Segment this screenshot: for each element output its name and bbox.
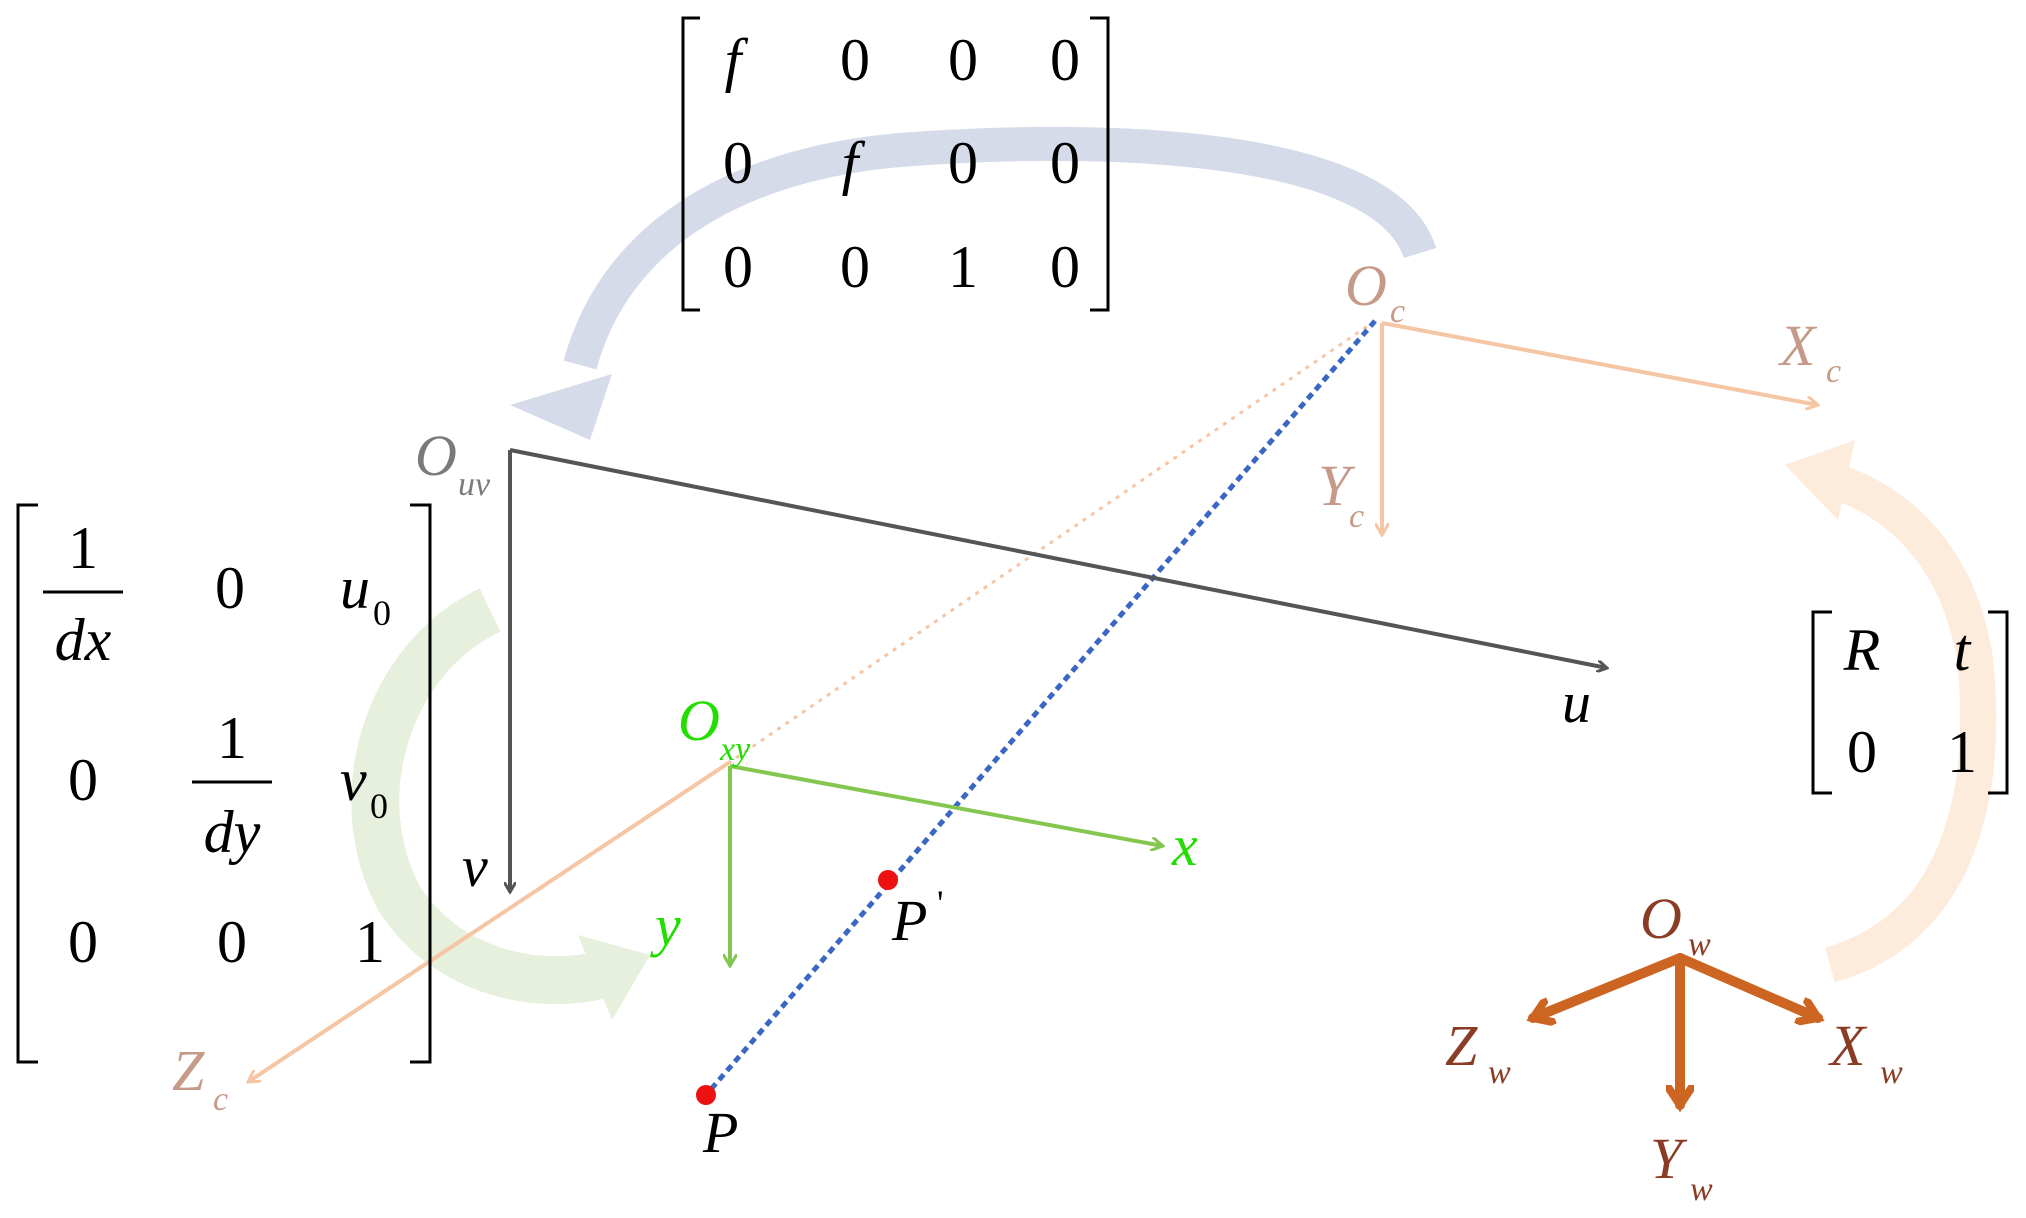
world-x-sub: w bbox=[1880, 1054, 1903, 1091]
u-axis bbox=[509, 448, 1607, 668]
intr-r2-c1: 0 bbox=[68, 747, 98, 813]
camera-y-label: Y bbox=[1318, 453, 1356, 518]
intr-r3-c2: 0 bbox=[217, 909, 247, 975]
pixel-origin-label: O bbox=[415, 423, 457, 488]
proj-r2-c4: 0 bbox=[1050, 130, 1080, 196]
extrinsic-right-bracket bbox=[1988, 610, 2009, 795]
camera-z-label: Z bbox=[172, 1038, 205, 1103]
extr-r1-c2: t bbox=[1954, 617, 1972, 683]
camera-x-sub: c bbox=[1826, 353, 1841, 390]
intr-r1-c3: u bbox=[340, 555, 370, 621]
world-frame bbox=[1533, 953, 1818, 1105]
x-axis-label: x bbox=[1171, 813, 1198, 878]
world-z-sub: w bbox=[1488, 1054, 1511, 1091]
extr-r2-c2: 1 bbox=[1947, 719, 1977, 785]
world-x-axis bbox=[1675, 953, 1818, 1018]
intrinsic-arrow-head bbox=[578, 935, 650, 1020]
pixel-frame bbox=[509, 448, 1607, 892]
projection-ray bbox=[704, 319, 1377, 1097]
camera-origin-sub: c bbox=[1390, 293, 1405, 330]
intr-r2-c2-den: dy bbox=[204, 799, 261, 865]
proj-r1-c3: 0 bbox=[948, 27, 978, 93]
point-p-prime-dot bbox=[878, 870, 898, 890]
proj-r1-c2: 0 bbox=[840, 27, 870, 93]
point-p-label: P bbox=[702, 1100, 738, 1165]
proj-r3-c2: 0 bbox=[840, 234, 870, 300]
optical-axis-dotted bbox=[729, 319, 1376, 764]
y-axis-label: y bbox=[650, 893, 681, 958]
intr-r1-c1-num: 1 bbox=[68, 515, 98, 581]
image-origin-label: O bbox=[678, 688, 720, 753]
image-labels: O xy x y bbox=[650, 688, 1198, 958]
extr-r1-c1: R bbox=[1843, 617, 1881, 683]
proj-r3-c3: 1 bbox=[948, 234, 978, 300]
camera-frame bbox=[1381, 321, 1818, 535]
camera-x-axis bbox=[1381, 321, 1818, 405]
world-y-sub: w bbox=[1690, 1171, 1713, 1208]
pixel-labels: O uv u v bbox=[415, 423, 1591, 899]
extrinsic-arrow-head bbox=[1785, 440, 1855, 520]
projection-curved-arrow bbox=[563, 126, 1437, 370]
transition-arrows bbox=[351, 126, 1997, 1020]
v-axis-label: v bbox=[462, 834, 488, 899]
pixel-origin-sub: uv bbox=[458, 466, 491, 503]
intrinsic-matrix: 1 dx 0 u 0 0 1 dy v 0 0 0 1 bbox=[16, 503, 432, 1064]
intr-r1-c1-den: dx bbox=[55, 607, 112, 673]
projection-left-bracket bbox=[681, 16, 700, 312]
proj-r3-c4: 0 bbox=[1050, 234, 1080, 300]
camera-labels: O c X c Y c Z c bbox=[172, 253, 1841, 1118]
proj-r2-c3: 0 bbox=[948, 130, 978, 196]
intr-r1-c2: 0 bbox=[215, 555, 245, 621]
point-p-prime-label: P bbox=[891, 888, 927, 953]
intr-r2-c3: v bbox=[340, 747, 367, 813]
intr-r2-c3-sub: 0 bbox=[370, 786, 388, 826]
point-p-prime-mark: ' bbox=[937, 883, 944, 923]
world-z-label: Z bbox=[1445, 1013, 1478, 1078]
intr-r3-c3: 1 bbox=[355, 909, 385, 975]
intr-r1-c3-sub: 0 bbox=[373, 593, 391, 633]
proj-r3-c1: 0 bbox=[723, 234, 753, 300]
camera-x-label: X bbox=[1778, 313, 1818, 378]
intrinsic-curved-arrow bbox=[351, 588, 606, 1005]
projection-arrow-head bbox=[510, 374, 612, 440]
camera-y-sub: c bbox=[1349, 498, 1364, 535]
intrinsic-left-bracket bbox=[16, 503, 38, 1064]
proj-r2-c1: 0 bbox=[723, 130, 753, 196]
proj-r1-c4: 0 bbox=[1050, 27, 1080, 93]
intr-r2-c2-num: 1 bbox=[217, 705, 247, 771]
camera-z-axis bbox=[248, 760, 732, 1084]
world-origin-sub: w bbox=[1688, 926, 1711, 963]
extrinsic-left-bracket bbox=[1811, 610, 1832, 795]
world-origin-label: O bbox=[1640, 886, 1682, 951]
point-labels: P ' P bbox=[702, 883, 944, 1165]
proj-r1-c1: f bbox=[725, 27, 749, 93]
projection-matrix: f 0 0 0 0 f 0 0 0 0 1 0 bbox=[681, 16, 1110, 312]
extrinsic-curved-arrow bbox=[1824, 462, 1997, 983]
image-frame bbox=[729, 764, 1163, 966]
extrinsic-matrix: R t 0 1 bbox=[1811, 610, 2009, 795]
projection-right-bracket bbox=[1090, 16, 1110, 312]
world-x-label: X bbox=[1828, 1013, 1868, 1078]
world-y-label: Y bbox=[1650, 1126, 1688, 1191]
extr-r2-c1: 0 bbox=[1847, 719, 1877, 785]
world-z-axis bbox=[1533, 953, 1685, 1018]
image-origin-sub: xy bbox=[719, 731, 751, 768]
x-axis bbox=[729, 764, 1163, 846]
camera-origin-label: O bbox=[1345, 253, 1387, 318]
intrinsic-right-bracket bbox=[410, 503, 432, 1064]
u-axis-label: u bbox=[1562, 670, 1591, 735]
camera-z-sub: c bbox=[213, 1081, 228, 1118]
world-labels: O w X w Z w Y w bbox=[1445, 886, 1903, 1208]
intr-r3-c1: 0 bbox=[68, 909, 98, 975]
point-p-dot bbox=[696, 1085, 716, 1105]
